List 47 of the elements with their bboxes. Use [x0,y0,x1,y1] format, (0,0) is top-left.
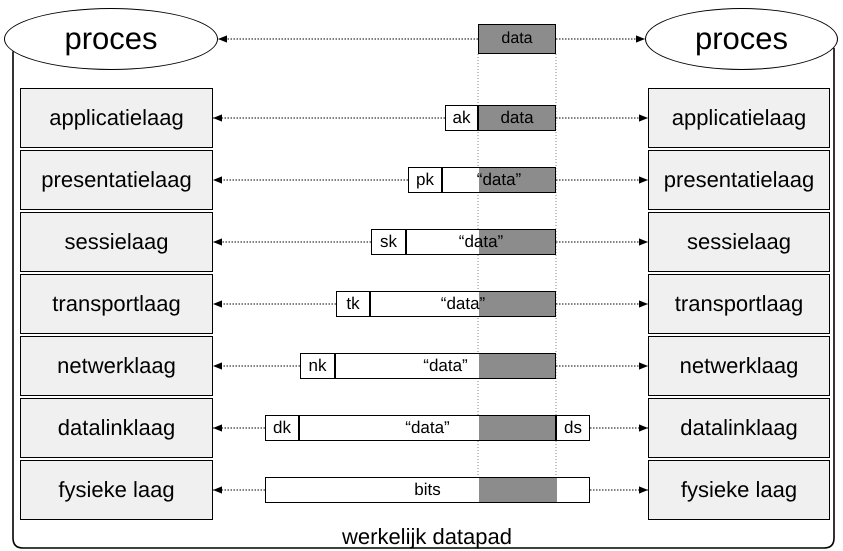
layer-box: transportlaag [648,274,830,334]
edge-label: werkelijk datapad [341,524,513,550]
layer-box: sessielaag [20,212,213,272]
layer-box: presentatielaag [648,150,830,210]
packet-field: “data” [299,415,556,441]
packet-field: “data” [335,353,556,379]
layer-box: netwerklaag [20,336,213,396]
arrow [212,114,446,122]
arrow [556,176,648,184]
process-ellipse: proces [645,8,838,70]
layer-box: transportlaag [20,274,213,334]
data-block: data [478,24,556,54]
packet-field: “data” [370,291,556,317]
packet-field: sk [371,229,406,255]
layer-box: datalinklaag [648,398,830,458]
packet-field: data [478,105,556,131]
arrow [212,238,372,246]
layer-box: datalinklaag [20,398,213,458]
layer-box: applicatielaag [20,88,213,148]
arrow [556,114,648,122]
arrow [212,424,266,432]
arrow [218,35,478,43]
arrow [212,362,300,370]
packet-field: nk [300,353,335,379]
layer-box: fysieke laag [648,460,830,520]
arrow [556,362,648,370]
arrow [556,35,646,43]
packet-field: dk [265,415,299,441]
arrow [556,300,648,308]
packet-field: ak [445,105,478,131]
packet-field: pk [408,167,442,193]
packet-field: tk [336,291,370,317]
arrow [212,176,408,184]
packet-field: ds [556,415,590,441]
layer-box: fysieke laag [20,460,213,520]
arrow [212,300,336,308]
layer-box: netwerklaag [648,336,830,396]
arrow [212,486,266,494]
layer-box: applicatielaag [648,88,830,148]
process-ellipse: proces [4,8,218,70]
arrow [556,238,648,246]
layer-box: presentatielaag [20,150,213,210]
data-path-line [12,48,835,549]
arrow [590,486,648,494]
arrow [590,424,648,432]
packet-field: bits [265,477,590,503]
layer-box: sessielaag [648,212,830,272]
